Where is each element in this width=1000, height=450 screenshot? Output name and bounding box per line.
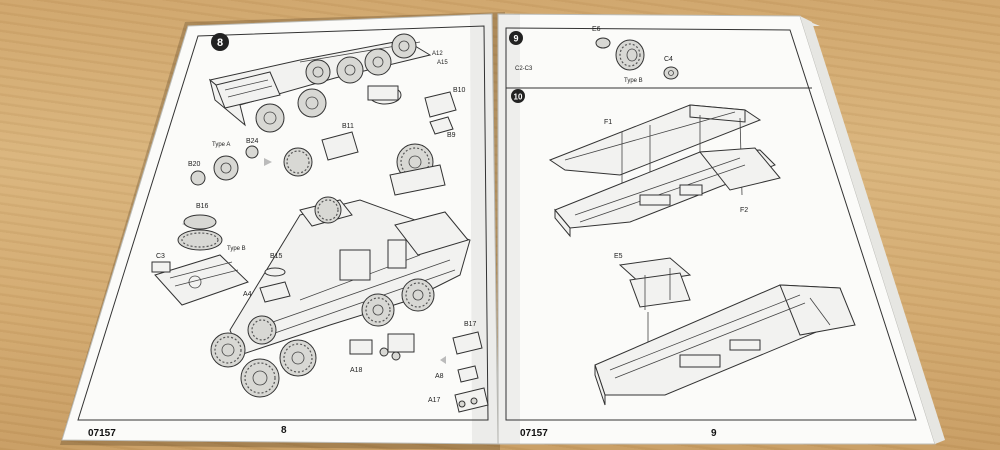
label-c2-c3: C2-C3 [515,66,533,72]
label-c3: C3 [156,253,165,260]
label-b9: B9 [447,132,456,139]
lower-frame-assembly [594,257,856,406]
step-9-number: 9 [513,34,518,44]
spare-tire-platform [151,214,291,306]
right-page-frame [505,27,917,421]
right-page-gutter-shade [498,14,520,444]
label-b24: B24 [246,138,259,145]
label-a8: A8 [435,373,444,380]
step-9-badge: 9 [509,31,523,45]
left-page-frame [77,25,489,421]
label-e5: E5 [614,253,623,260]
label-a4: A4 [243,291,252,298]
label-e6: E6 [592,26,601,33]
lower-truck-drawing [210,196,471,398]
left-page: 8 A12 A15 B10 B9 [61,13,499,445]
right-kit-number: 07157 [520,428,548,439]
upper-frame-assembly [548,104,781,238]
label-f1: F1 [604,119,612,126]
step-10-number: 10 [514,93,523,102]
left-page-number: 8 [281,425,287,436]
label-a17: A17 [428,397,441,404]
label-type-a: Type A [212,142,230,148]
label-f2: F2 [740,207,748,214]
left-kit-number: 07157 [88,428,116,439]
label-b17: B17 [464,321,477,328]
label-b20: B20 [188,161,201,168]
step-8-badge: 8 [211,33,229,51]
label-a15: A15 [437,60,448,66]
small-parts-column [440,331,489,413]
label-c4: C4 [664,56,673,63]
right-page: 9 E6 C4 Type B C2-C3 10 [497,13,945,445]
right-page-edge [800,16,945,444]
spare-wheel-parts [182,131,446,228]
step-10-badge: 10 [511,89,525,103]
right-page-number: 9 [711,428,717,439]
label-a12: A12 [432,51,443,57]
label-b16: B16 [196,203,209,210]
label-b15: B15 [270,253,283,260]
upper-truck-drawing [208,33,457,135]
label-b11: B11 [342,123,354,130]
step-9-wheel-parts [595,37,679,80]
label-type-b-step9: Type B [624,78,643,84]
label-type-b: Type B [227,246,246,252]
step-8-number: 8 [217,37,223,49]
label-b10: B10 [453,87,466,94]
label-a18: A18 [350,367,363,374]
